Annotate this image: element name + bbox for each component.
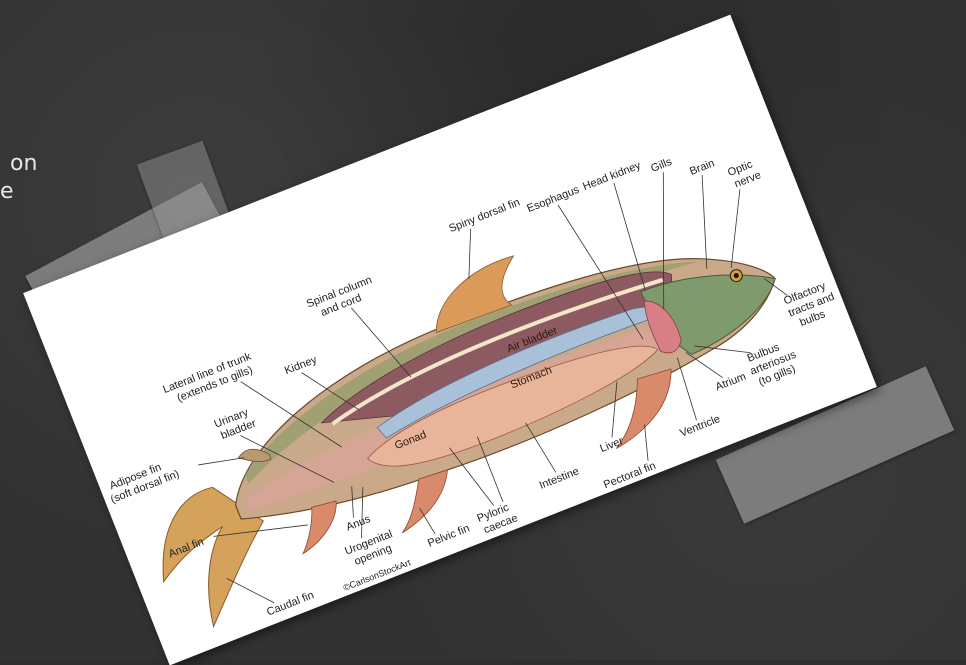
- label-kidney: Kidney: [283, 354, 319, 378]
- label-pelvic-fin: Pelvic fin: [426, 522, 471, 549]
- label-anus: Anus: [344, 513, 372, 534]
- label-atrium: Atrium: [714, 371, 748, 394]
- slide-text-line-2: e: [0, 178, 37, 206]
- slide-text-line-1: on: [0, 150, 37, 178]
- label-liver: Liver: [598, 435, 625, 455]
- label-ventricle: Ventricle: [678, 413, 722, 440]
- label-brain: Brain: [688, 157, 716, 178]
- label-intestine: Intestine: [538, 465, 581, 491]
- label-esophagus: Esophagus: [525, 184, 581, 216]
- label-spiny-dorsal-fin: Spiny dorsal fin: [447, 196, 521, 235]
- label-gills: Gills: [649, 156, 674, 175]
- slide-text-fragment: on e: [0, 150, 37, 206]
- label-head-kidney: Head kidney: [581, 159, 643, 193]
